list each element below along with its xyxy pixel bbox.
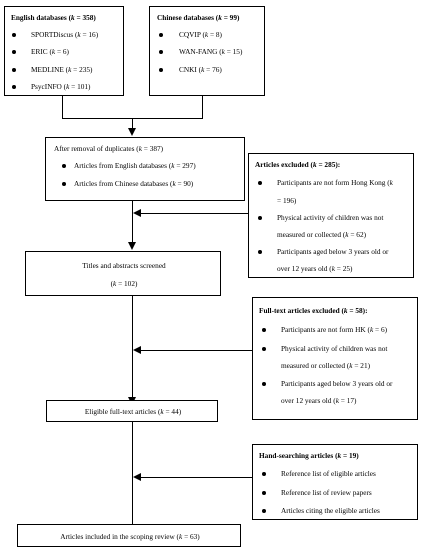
articles-excluded-box: Articles excluded (k = 285): Participant… xyxy=(248,153,414,278)
english-db-item: MEDLINE (k = 235) xyxy=(31,65,93,74)
english-db-item: PsycINFO (k = 101) xyxy=(31,82,91,91)
bullet-icon xyxy=(262,472,266,476)
excluded-item: Physical activity of children was not xyxy=(277,213,384,222)
connector-english-down xyxy=(62,95,63,118)
arrow-hand-search xyxy=(133,473,141,481)
after-duplicates-title: After removal of duplicates (k = 387) xyxy=(54,144,164,153)
bullet-icon xyxy=(258,250,262,254)
bullet-icon xyxy=(12,33,16,37)
fulltext-excluded-title: Full-text articles excluded (k = 58): xyxy=(259,306,368,315)
bullet-icon xyxy=(159,68,163,72)
connector-excluded-1 xyxy=(140,213,248,214)
excluded-item: Participants aged below 3 years old or xyxy=(277,247,389,256)
connector-hand-search xyxy=(140,477,252,478)
excluded-item: over 12 years old (k = 25) xyxy=(277,264,353,273)
eligible-box: Eligible full-text articles (k = 44) xyxy=(46,400,218,422)
fulltext-excluded-item: measured or collected (k = 21) xyxy=(281,361,371,370)
bullet-icon xyxy=(262,509,266,513)
hand-search-item: Reference list of eligible articles xyxy=(281,469,376,478)
connector-spine-2 xyxy=(132,295,133,399)
fulltext-excluded-box: Full-text articles excluded (k = 58): Pa… xyxy=(252,297,418,420)
bullet-icon xyxy=(12,50,16,54)
chinese-db-item: CQVIP (k = 8) xyxy=(179,30,222,39)
arrow-excluded-2 xyxy=(133,346,141,354)
bullet-icon xyxy=(62,182,66,186)
hand-searching-title: Hand-searching articles (k = 19) xyxy=(259,451,359,460)
chinese-databases-title: Chinese databases (k = 99) xyxy=(157,13,240,22)
chinese-db-item: WAN-FANG (k = 15) xyxy=(179,47,243,56)
after-duplicates-item: Articles from English databases (k = 297… xyxy=(74,161,196,170)
english-db-item: ERIC (k = 6) xyxy=(31,47,69,56)
bullet-icon xyxy=(62,164,66,168)
excluded-item: = 196) xyxy=(277,196,297,205)
fulltext-excluded-item: Physical activity of children was not xyxy=(281,344,388,353)
included-label: Articles included in the scoping review … xyxy=(60,532,200,541)
bullet-icon xyxy=(262,328,266,332)
bullet-icon xyxy=(12,68,16,72)
screened-box: Titles and abstracts screened (k = 102) xyxy=(25,251,221,296)
fulltext-excluded-item: Participants aged below 3 years old or xyxy=(281,379,393,388)
hand-searching-box: Hand-searching articles (k = 19) Referen… xyxy=(252,444,418,520)
chinese-db-item: CNKI (k = 76) xyxy=(179,65,222,74)
bullet-icon xyxy=(159,33,163,37)
chinese-databases-box: Chinese databases (k = 99) CQVIP (k = 8)… xyxy=(149,6,265,96)
fulltext-excluded-item: Participants are not form HK (k = 6) xyxy=(281,325,388,334)
articles-excluded-title: Articles excluded (k = 285): xyxy=(255,160,341,169)
hand-search-item: Articles citing the eligible articles xyxy=(281,506,380,515)
bullet-icon xyxy=(262,382,266,386)
arrow-excluded-1 xyxy=(133,209,141,217)
connector-spine-3 xyxy=(132,420,133,526)
arrow-to-screened xyxy=(128,242,136,250)
excluded-item: Participants are not form Hong Kong (k xyxy=(277,178,393,187)
eligible-label: Eligible full-text articles (k = 44) xyxy=(84,407,182,416)
bullet-icon xyxy=(258,216,262,220)
connector-to-duplicates xyxy=(132,118,133,130)
english-databases-title: English databases (k = 358) xyxy=(11,13,96,22)
bullet-icon xyxy=(262,491,266,495)
after-duplicates-item: Articles from Chinese databases (k = 90) xyxy=(74,179,194,188)
arrow-to-duplicates xyxy=(128,128,136,136)
bullet-icon xyxy=(159,50,163,54)
fulltext-excluded-item: over 12 years old (k = 17) xyxy=(281,396,357,405)
included-box: Articles included in the scoping review … xyxy=(17,524,241,547)
connector-chinese-down xyxy=(202,95,203,118)
screened-label: Titles and abstracts screened xyxy=(82,261,166,270)
bullet-icon xyxy=(258,181,262,185)
english-databases-box: English databases (k = 358) SPORTDiscus … xyxy=(4,6,124,96)
bullet-icon xyxy=(262,347,266,351)
after-duplicates-box: After removal of duplicates (k = 387) Ar… xyxy=(45,137,245,201)
connector-excluded-2 xyxy=(140,350,252,351)
screened-count: (k = 102) xyxy=(110,279,138,288)
english-db-item: SPORTDiscus (k = 16) xyxy=(31,30,99,39)
bullet-icon xyxy=(12,85,16,89)
excluded-item: measured or collected (k = 62) xyxy=(277,230,367,239)
hand-search-item: Reference list of review papers xyxy=(281,488,372,497)
connector-spine-1 xyxy=(132,201,133,244)
